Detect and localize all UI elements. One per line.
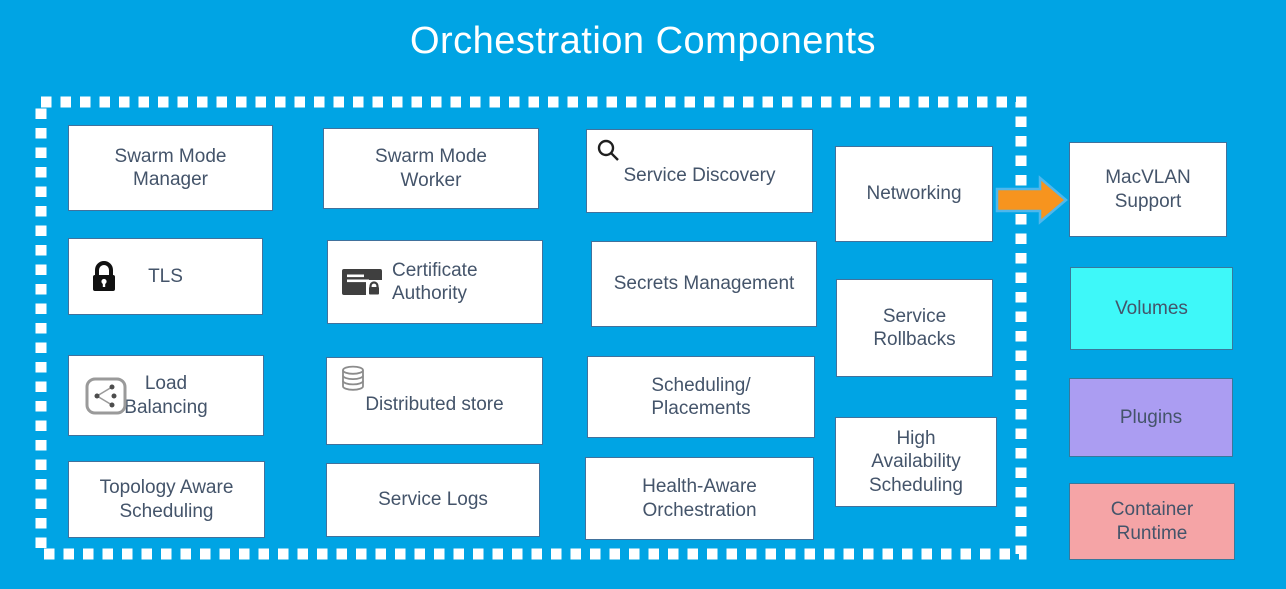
box-label: Certificate Authority [392,259,478,304]
box-scheduling-placements: Scheduling/ Placements [587,356,815,438]
box-label: Service Discovery [623,165,776,187]
box-plugins: Plugins [1069,378,1233,457]
database-icon [342,365,364,391]
box-secrets-management: Secrets Management [591,241,817,327]
box-certificate-authority: Certificate Authority [327,240,543,324]
box-health-aware-orchestration: Health-Aware Orchestration [585,457,814,540]
box-label: Distributed store [365,394,504,416]
load-balancer-icon [85,377,127,414]
box-service-rollbacks: Service Rollbacks [836,279,993,377]
box-distributed-store: Distributed store [326,357,543,445]
certificate-icon [342,269,382,295]
box-label: Plugins [1119,406,1183,428]
flow-arrow [995,175,1068,225]
box-volumes: Volumes [1070,267,1233,350]
box-label: MacVLAN Support [1105,167,1191,212]
box-label: Service Rollbacks [873,305,956,350]
box-macvlan-support: MacVLAN Support [1069,142,1227,237]
box-swarm-mode-manager: Swarm Mode Manager [68,125,273,211]
box-label: Load Balancing [124,373,208,418]
box-swarm-mode-worker: Swarm Mode Worker [323,128,539,209]
box-service-logs: Service Logs [326,463,540,537]
box-networking: Networking [835,146,993,242]
box-label: Service Logs [378,489,488,511]
box-label: Volumes [1115,297,1188,319]
box-topology-aware-scheduling: Topology Aware Scheduling [68,461,265,538]
lock-icon [93,260,115,291]
search-icon [597,139,619,161]
box-label: Networking [866,183,962,205]
box-label: TLS [148,265,183,287]
box-label: Health-Aware Orchestration [642,476,757,521]
diagram-title: Orchestration Components [409,20,877,62]
box-service-discovery: Service Discovery [586,129,813,213]
box-label: Scheduling/ Placements [651,374,751,419]
box-label: Secrets Management [613,273,795,295]
box-label: Swarm Mode Manager [114,145,227,190]
box-label: Container Runtime [1110,499,1194,544]
box-label: High Availability Scheduling [868,428,964,496]
box-label: Swarm Mode Worker [375,146,487,191]
box-load-balancing: Load Balancing [68,355,264,436]
box-container-runtime: Container Runtime [1069,483,1235,560]
box-label: Topology Aware Scheduling [99,477,234,522]
box-tls: TLS [68,238,263,315]
box-high-availability-scheduling: High Availability Scheduling [835,417,997,507]
